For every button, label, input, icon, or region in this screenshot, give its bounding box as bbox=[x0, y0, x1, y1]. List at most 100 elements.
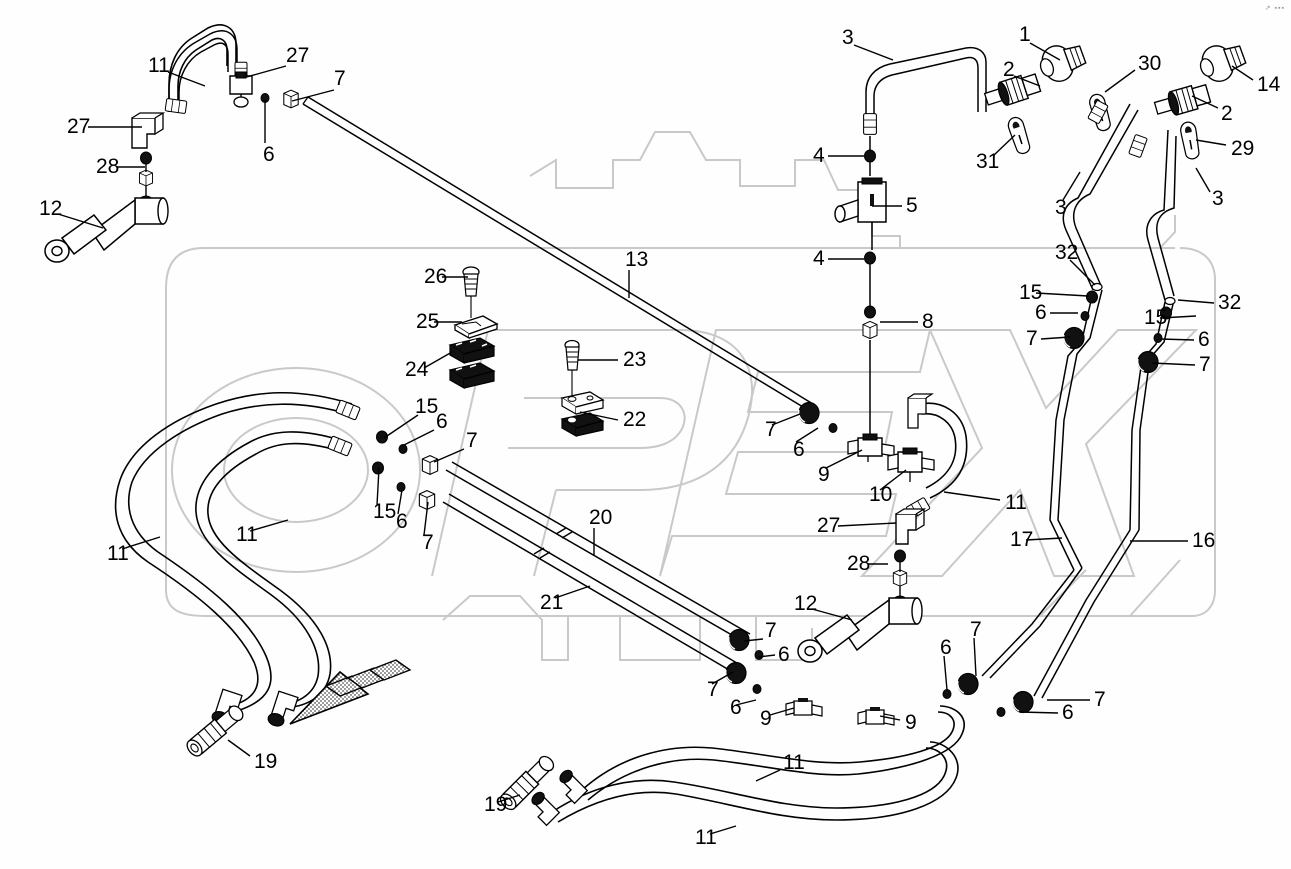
leader-line-14 bbox=[1231, 65, 1254, 81]
callout-number: 2 bbox=[1003, 58, 1015, 81]
leader-line-10 bbox=[879, 469, 907, 491]
callout-number: 4 bbox=[813, 144, 825, 167]
callout-number: 3 bbox=[1055, 196, 1067, 219]
callout-number: 7 bbox=[422, 531, 434, 554]
washer-6-lower-a bbox=[754, 650, 764, 660]
leader-line-11 bbox=[943, 491, 1001, 501]
callout-number: 11 bbox=[695, 826, 717, 849]
leader-line-7 bbox=[973, 637, 977, 677]
callout-number: 12 bbox=[39, 197, 63, 220]
callout-number: 28 bbox=[847, 552, 871, 575]
callout-number: 6 bbox=[1062, 701, 1074, 724]
leader-line-3 bbox=[853, 44, 894, 61]
leader-line-2 bbox=[1191, 95, 1219, 109]
callout-number: 7 bbox=[765, 418, 777, 441]
callout-number: 17 bbox=[1010, 528, 1034, 551]
leader-line-22 bbox=[579, 411, 619, 421]
callout-number: 15 bbox=[373, 500, 397, 523]
callout-number: 2 bbox=[1221, 102, 1233, 125]
callout-number: 7 bbox=[1026, 327, 1038, 350]
leader-line-2 bbox=[1013, 75, 1041, 87]
callout-number: 24 bbox=[405, 358, 429, 381]
leader-line-1 bbox=[1029, 42, 1061, 61]
leader-line-19 bbox=[227, 739, 251, 757]
connector-19-left bbox=[186, 705, 244, 757]
leader-line-11 bbox=[755, 769, 781, 782]
callout-number: 6 bbox=[778, 643, 790, 666]
bracket-22-lower bbox=[560, 412, 605, 438]
leader-line-32 bbox=[1069, 259, 1096, 286]
callout-number: 15 bbox=[1144, 306, 1168, 329]
washer-32-b bbox=[1164, 296, 1176, 306]
callout-number: 30 bbox=[1138, 52, 1162, 75]
callout-number: 27 bbox=[286, 44, 310, 67]
plug-31 bbox=[1005, 114, 1033, 157]
callout-number: 29 bbox=[1231, 137, 1255, 160]
bolt-23 bbox=[564, 339, 580, 396]
leader-line-7 bbox=[743, 638, 764, 642]
ferrule-left-11 bbox=[164, 97, 188, 115]
pipe-16-lower bbox=[1033, 529, 1140, 699]
coupler-1 bbox=[1039, 45, 1087, 82]
callout-number: 27 bbox=[817, 514, 841, 537]
nut-7-right-a bbox=[957, 672, 979, 696]
callout-number: 6 bbox=[730, 696, 742, 719]
leader-line-15 bbox=[383, 414, 419, 439]
callout-number: 7 bbox=[765, 619, 777, 642]
leader-line-6 bbox=[795, 427, 819, 443]
callout-number: 11 bbox=[783, 751, 805, 774]
tube-3-right-b bbox=[1146, 129, 1177, 301]
washer-6-d bbox=[396, 482, 406, 492]
ferrule-11-inner bbox=[327, 435, 353, 457]
leader-line-7 bbox=[433, 448, 465, 463]
valve-5 bbox=[834, 177, 887, 250]
nut-7-topleft bbox=[283, 89, 299, 109]
pipe-16-upper bbox=[1129, 299, 1175, 531]
bracket-22-upper bbox=[560, 391, 605, 416]
elbow-27-left bbox=[131, 112, 166, 149]
bolt-26 bbox=[462, 266, 480, 318]
washer-32-a bbox=[1091, 282, 1103, 292]
nut-28-left bbox=[139, 151, 153, 187]
leader-line-11 bbox=[709, 825, 737, 835]
callout-number: 23 bbox=[623, 348, 647, 371]
union-4-upper bbox=[864, 136, 876, 176]
leader-line-15 bbox=[376, 467, 380, 506]
callout-number: 26 bbox=[424, 265, 448, 288]
callout-number: 9 bbox=[818, 463, 830, 486]
cross-10 bbox=[887, 447, 935, 482]
callout-number: 16 bbox=[1192, 529, 1216, 552]
callout-number: 5 bbox=[906, 194, 918, 217]
fitting-8 bbox=[862, 305, 878, 440]
hose-11-upper bbox=[168, 30, 238, 112]
leader-line-3 bbox=[1195, 167, 1211, 193]
ferrule-3-left bbox=[863, 113, 877, 135]
callout-number: 14 bbox=[1257, 73, 1281, 96]
callout-number: 22 bbox=[623, 408, 647, 431]
callout-number: 12 bbox=[794, 592, 818, 615]
hose-11-bottom-inner bbox=[551, 741, 959, 823]
callout-number: 9 bbox=[760, 707, 772, 730]
clamp-24-upper bbox=[448, 337, 496, 365]
callout-number: 1 bbox=[1019, 23, 1031, 46]
quick-coupler-2-right bbox=[1153, 83, 1212, 116]
washer-6-c bbox=[398, 444, 408, 454]
washer-6-b bbox=[1153, 333, 1163, 343]
clamp-plate-25 bbox=[453, 315, 499, 340]
leader-line-21 bbox=[554, 585, 591, 599]
callout-number: 19 bbox=[254, 750, 278, 773]
nut-7-lower-a bbox=[728, 628, 750, 652]
elbow-11-inner-end bbox=[267, 690, 299, 727]
hose-11-left-outer bbox=[114, 391, 353, 711]
leader-line-30 bbox=[1104, 69, 1136, 93]
callout-number: 15 bbox=[415, 395, 439, 418]
nut-7-c bbox=[421, 455, 439, 475]
callout-number: 6 bbox=[793, 438, 805, 461]
cylinder-12-topleft bbox=[44, 186, 169, 263]
corner-watermark-mark: ↗ ▪▪▪ bbox=[1264, 5, 1285, 12]
callout-number: 7 bbox=[466, 429, 478, 452]
leader-line-6 bbox=[943, 655, 948, 691]
nut-7-lower-b bbox=[725, 661, 747, 685]
